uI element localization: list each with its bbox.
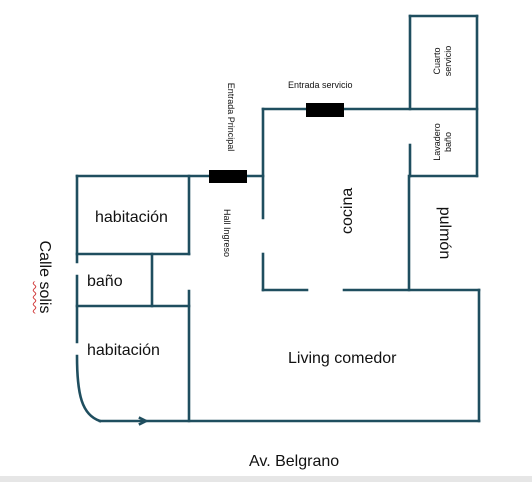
main-entrance-door	[209, 170, 247, 183]
cuarto-servicio-line-2: servicio	[443, 45, 453, 77]
solis-word: solis	[36, 281, 53, 314]
bottom-band	[0, 476, 532, 482]
room-label-pulmon: pulmón	[436, 206, 453, 260]
room-label-living-comedor: Living comedor	[288, 350, 397, 367]
street-label-av-belgrano: Av. Belgrano	[249, 453, 340, 470]
label-entrada-principal: Entrada Principal	[226, 82, 236, 152]
service-entrance-door	[306, 103, 344, 117]
room-label-lavadero-bano: Lavadero baño	[432, 114, 454, 170]
room-label-hall-ingreso: Hall Ingreso	[222, 208, 232, 258]
room-label-bano: baño	[87, 273, 123, 290]
lavadero-line-2: baño	[443, 131, 453, 153]
cuarto-servicio-line-1: Cuarto	[432, 47, 442, 75]
street-label-calle-solis: Calle solis	[35, 237, 53, 317]
room-label-cocina: cocina	[339, 187, 356, 234]
room-label-habitacion-top: habitación	[95, 209, 168, 226]
wall-bottom-arrow	[138, 416, 149, 426]
room-label-cuarto-servicio: Cuarto servicio	[432, 31, 454, 91]
label-entrada-servicio: Entrada servicio	[288, 80, 353, 90]
lavadero-line-1: Lavadero	[432, 123, 442, 161]
wall-left-curve	[75, 354, 102, 423]
room-label-habitacion-bottom: habitación	[87, 342, 160, 359]
calle-word: Calle	[36, 240, 53, 282]
